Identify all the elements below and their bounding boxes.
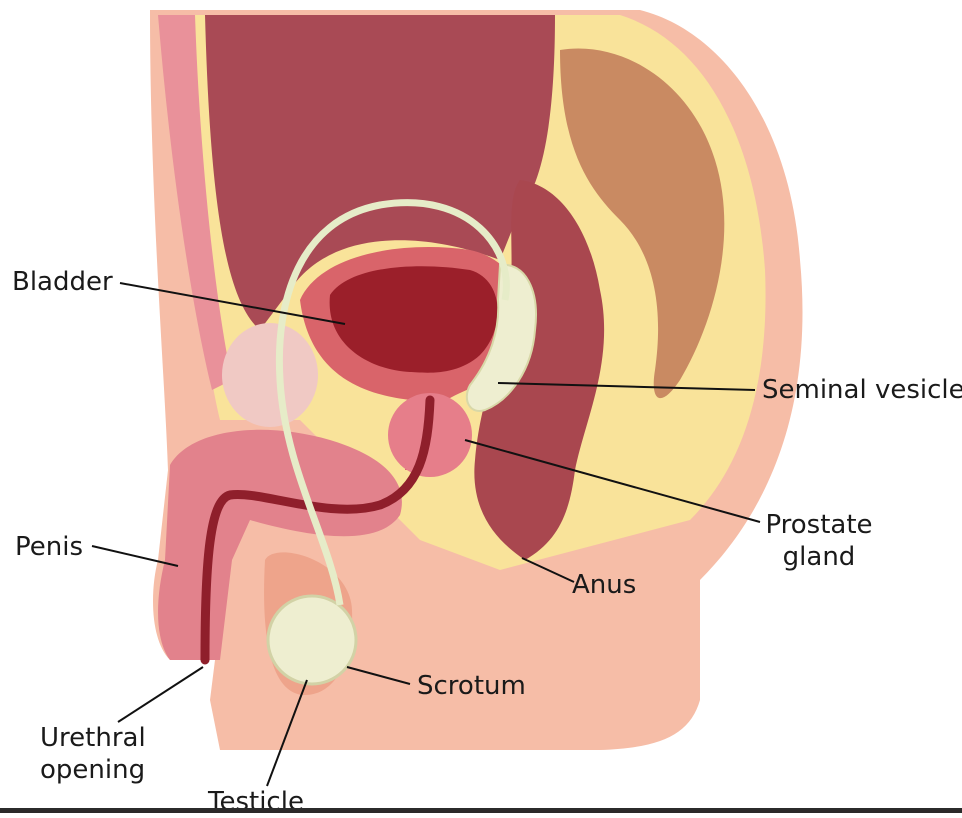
- label-urethral-opening: Urethral opening: [40, 722, 146, 786]
- label-prostate-line1: Prostate: [762, 509, 876, 541]
- testicle: [268, 596, 356, 684]
- label-prostate-gland: Prostate gland: [762, 509, 876, 573]
- label-seminal-vesicle: Seminal vesicle: [762, 374, 962, 406]
- label-penis: Penis: [15, 531, 83, 563]
- label-urethral-line2: opening: [40, 754, 146, 786]
- pubic-bone: [222, 323, 318, 427]
- bottom-rule: [0, 808, 962, 813]
- urethral-leader: [118, 667, 203, 722]
- label-anus: Anus: [572, 569, 636, 601]
- label-bladder: Bladder: [12, 266, 113, 298]
- label-scrotum: Scrotum: [417, 670, 526, 702]
- label-testicle: Testicle: [208, 786, 304, 818]
- label-prostate-line2: gland: [762, 541, 876, 573]
- label-urethral-line1: Urethral: [40, 722, 146, 754]
